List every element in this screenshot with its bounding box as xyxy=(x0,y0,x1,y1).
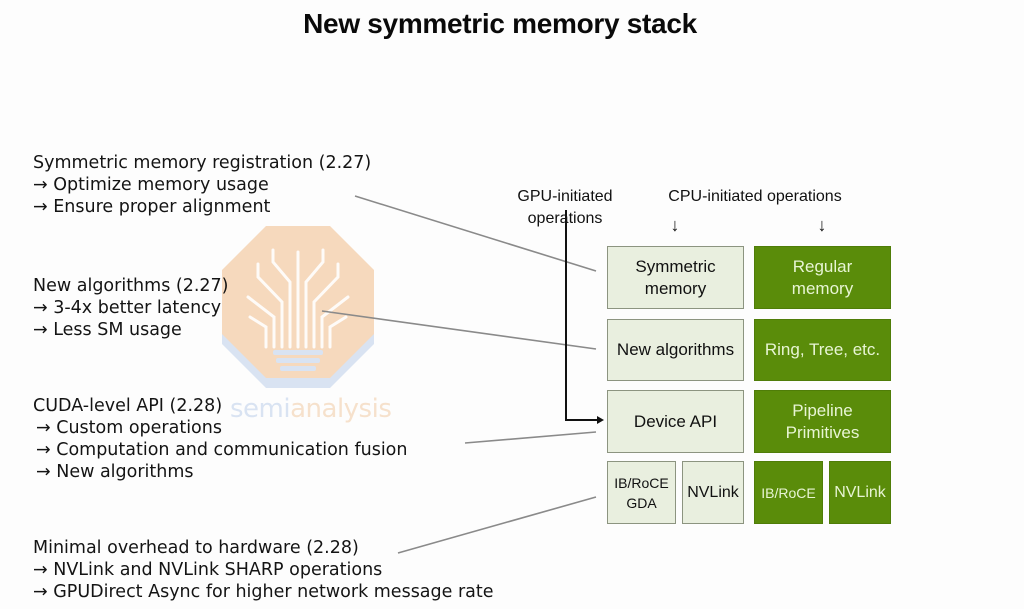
box-device-api: Device API xyxy=(607,390,744,453)
feature-bullet: → Computation and communication fusion xyxy=(36,440,408,460)
gpu-initiated-arrow xyxy=(565,210,597,421)
slide-title: New symmetric memory stack xyxy=(303,8,697,39)
watermark-text-part1: semi xyxy=(230,394,291,424)
feature-heading: Minimal overhead to hardware (2.28) xyxy=(33,538,359,558)
feature-bullet: → Ensure proper alignment xyxy=(33,197,271,217)
gpu-initiated-label: GPU-initiated operations xyxy=(500,186,630,230)
box-label: IB/RoCE xyxy=(614,474,669,491)
arrow-down-icon: ↓ xyxy=(817,215,827,235)
feature-new-algorithms: New algorithms (2.27) → 3-4x better late… xyxy=(33,275,229,341)
gpu-label-line2: operations xyxy=(527,210,603,227)
feature-heading: Symmetric memory registration (2.27) xyxy=(33,153,372,173)
box-label: Pipeline xyxy=(792,400,853,420)
cpu-initiated-label: CPU-initiated operations xyxy=(668,188,842,205)
feature-heading: CUDA-level API (2.28) xyxy=(33,396,223,416)
box-ib-roce-regular: IB/RoCE xyxy=(754,461,823,524)
gpu-arrowhead-icon xyxy=(597,416,604,424)
feature-heading: New algorithms (2.27) xyxy=(33,276,229,296)
box-label: memory xyxy=(644,278,707,298)
feature-bullet: → GPUDirect Async for higher network mes… xyxy=(33,582,494,602)
box-label: Symmetric xyxy=(635,256,716,276)
feature-bullet: → New algorithms xyxy=(36,462,194,482)
watermark-text-part2: analysis xyxy=(290,394,392,424)
gpu-label-line1: GPU-initiated xyxy=(517,188,613,205)
semianalysis-watermark-text: semianalysis xyxy=(230,394,392,424)
box-label: memory xyxy=(791,278,854,298)
arrow-down-icon: ↓ xyxy=(670,215,680,235)
box-nvlink-regular: NVLink xyxy=(829,461,891,524)
box-ib-roce-gda: IB/RoCE GDA xyxy=(607,461,676,524)
feature-cuda-level-api: CUDA-level API (2.28) → Custom operation… xyxy=(33,395,407,483)
box-nvlink-symmetric: NVLink xyxy=(682,461,744,524)
feature-bullet: → Less SM usage xyxy=(33,320,182,340)
box-new-algorithms: New algorithms xyxy=(607,319,744,381)
feature-bullet: → Optimize memory usage xyxy=(33,175,269,195)
box-label: Regular xyxy=(792,256,853,276)
feature-bullet: → 3-4x better latency xyxy=(33,298,222,318)
box-ring-tree: Ring, Tree, etc. xyxy=(754,319,891,381)
semianalysis-watermark-icon xyxy=(222,226,374,388)
box-label: Primitives xyxy=(785,422,860,442)
feature-bullet: → Custom operations xyxy=(36,418,222,438)
feature-symmetric-memory-registration: Symmetric memory registration (2.27) → O… xyxy=(33,152,371,218)
connector-line-cuda-api xyxy=(464,431,597,444)
box-label: GDA xyxy=(626,494,657,511)
feature-minimal-overhead: Minimal overhead to hardware (2.28) → NV… xyxy=(33,537,494,603)
feature-bullet: → NVLink and NVLink SHARP operations xyxy=(33,560,383,580)
